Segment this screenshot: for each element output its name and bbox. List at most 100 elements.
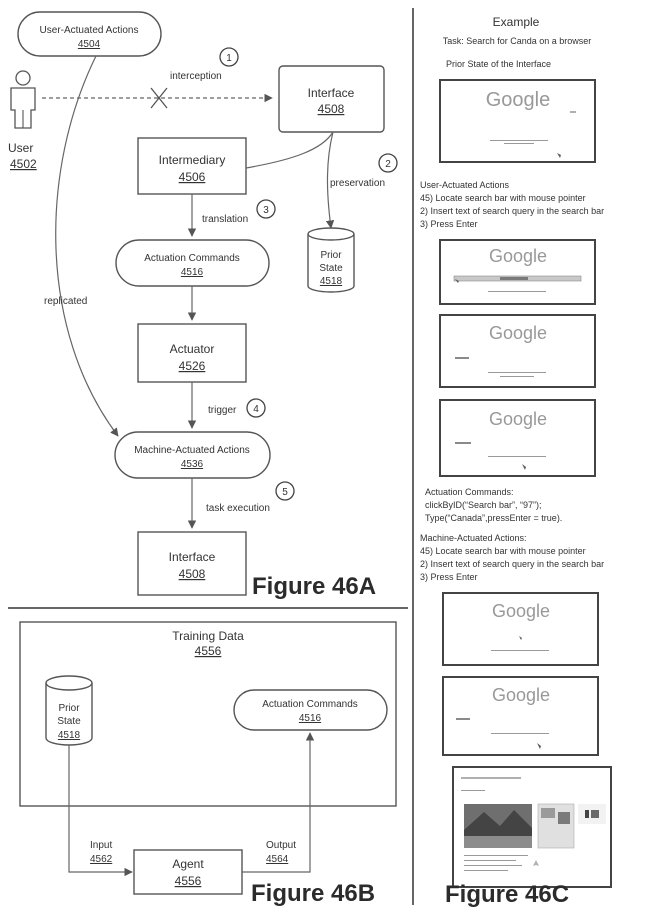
input-arrow xyxy=(68,745,133,877)
machine-step-2: 2) Insert text of search query in the se… xyxy=(420,559,604,569)
intermediary-ref: 4506 xyxy=(179,170,206,184)
user-step-2: 2) Insert text of search query in the se… xyxy=(420,206,604,216)
svg-text:3: 3 xyxy=(263,205,269,216)
actuator-ref: 4526 xyxy=(179,359,206,373)
interface-intermediary-link xyxy=(245,131,334,169)
screenshot-press-enter: Google xyxy=(439,399,596,477)
machine-actuated-actions-node: Machine-Actuated Actions 4536 xyxy=(114,431,271,479)
actuation-commands-46b-node: Actuation Commands 4516 xyxy=(233,689,388,731)
svg-text:5: 5 xyxy=(282,487,288,498)
intermediary-node: Intermediary 4506 xyxy=(137,137,247,195)
step-1-marker xyxy=(219,47,239,67)
step-4-marker xyxy=(246,398,266,418)
task-execution-label: task execution xyxy=(206,503,270,514)
machine-actuated-heading: Machine-Actuated Actions: xyxy=(420,533,527,543)
machine-actuated-actions-ref: 4536 xyxy=(181,459,204,470)
machine-step-3: 3) Press Enter xyxy=(420,572,478,582)
actuation-commands-46b-label: Actuation Commands xyxy=(262,699,358,710)
user-actuated-actions-node: User-Actuated Actions 4504 xyxy=(17,11,162,57)
interface-top-ref: 4508 xyxy=(318,102,345,116)
step-5-marker xyxy=(275,481,295,501)
agent-ref: 4556 xyxy=(175,874,202,888)
svg-text:Prior: Prior xyxy=(320,250,342,261)
prior-state-cylinder: Prior State 4518 xyxy=(307,227,355,293)
interface-bottom-node: Interface 4508 xyxy=(137,531,247,596)
svg-text:4: 4 xyxy=(253,404,259,415)
prior-state-46b-ref: 4518 xyxy=(58,730,81,741)
interface-top-node: Interface 4508 xyxy=(278,65,385,133)
user-step-3: 3) Press Enter xyxy=(420,219,478,229)
svg-text:State: State xyxy=(57,716,81,727)
prior-state-cylinder-46b: Prior State 4518 xyxy=(45,675,93,746)
training-data-container xyxy=(19,621,397,807)
step-3-marker xyxy=(256,199,276,219)
commands-heading: Actuation Commands: xyxy=(425,487,514,497)
task-description: Task: Search for Canda on a browser xyxy=(443,36,592,46)
google-logo-4: Google xyxy=(489,409,547,429)
preservation-arrow xyxy=(325,131,335,229)
training-data-label: Training Data xyxy=(172,629,244,643)
user-label: User xyxy=(8,141,33,155)
command-1: clickByID(“Search bar”, “97”); xyxy=(425,500,542,510)
interface-top-label: Interface xyxy=(308,86,355,100)
svg-text:1: 1 xyxy=(226,53,232,64)
prior-state-ref: 4518 xyxy=(320,276,343,287)
replicated-label: replicated xyxy=(44,296,87,307)
google-logo-1: Google xyxy=(486,89,551,111)
input-label: Input xyxy=(90,840,112,851)
trigger-label: trigger xyxy=(208,405,237,416)
actuation-commands-label: Actuation Commands xyxy=(144,253,240,264)
actuator-label: Actuator xyxy=(170,342,215,356)
output-arrow xyxy=(242,732,315,873)
output-ref: 4564 xyxy=(266,854,289,865)
user-person-icon xyxy=(10,70,36,129)
svg-text:Prior: Prior xyxy=(58,703,80,714)
intermediary-label: Intermediary xyxy=(159,153,226,167)
google-logo-6: Google xyxy=(492,685,550,705)
interface-bottom-label: Interface xyxy=(169,550,216,564)
preservation-label: preservation xyxy=(330,178,385,189)
replicated-arrow xyxy=(55,55,119,437)
figure-46c-label: Figure 46C xyxy=(445,881,569,908)
actuation-commands-ref: 4516 xyxy=(181,267,204,278)
interception-label: interception xyxy=(170,71,222,82)
prior-state-heading: Prior State of the Interface xyxy=(446,59,551,69)
figure-46c: Example Task: Search for Canda on a brow… xyxy=(420,15,612,908)
machine-actuated-actions-label: Machine-Actuated Actions xyxy=(134,445,250,456)
figure-46a-label: Figure 46A xyxy=(252,573,376,600)
screenshot-locate-search-bar: Google xyxy=(439,239,596,305)
interface-bottom-ref: 4508 xyxy=(179,567,206,581)
user-actuated-actions-ref: 4504 xyxy=(78,39,101,50)
actuation-commands-node: Actuation Commands 4516 xyxy=(115,239,270,287)
actuator-node: Actuator 4526 xyxy=(137,323,247,383)
actuation-commands-46b-ref: 4516 xyxy=(299,713,322,724)
step-2-marker xyxy=(378,153,398,173)
google-logo-5: Google xyxy=(492,601,550,621)
google-logo-3: Google xyxy=(489,323,547,343)
figure-46a: User-Actuated Actions 4504 User 4502 1 i… xyxy=(8,11,398,600)
screenshot-machine-insert: Google xyxy=(442,676,599,756)
translation-label: translation xyxy=(202,214,248,225)
screenshot-prior-state: Google xyxy=(439,79,596,163)
screenshot-insert-text: Google xyxy=(439,314,596,388)
user-actuated-heading: User-Actuated Actions xyxy=(420,180,510,190)
agent-label: Agent xyxy=(172,857,204,871)
google-logo-2: Google xyxy=(489,246,547,266)
screenshot-machine-locate: Google xyxy=(442,592,599,666)
example-title: Example xyxy=(493,15,540,29)
user-step-1: 45) Locate search bar with mouse pointer xyxy=(420,193,586,203)
svg-text:2: 2 xyxy=(385,159,391,170)
user-ref: 4502 xyxy=(10,157,37,171)
output-label: Output xyxy=(266,840,296,851)
figure-46b-label: Figure 46B xyxy=(251,880,375,907)
input-ref: 4562 xyxy=(90,854,113,865)
user-actuated-actions-label: User-Actuated Actions xyxy=(40,25,139,36)
machine-step-1: 45) Locate search bar with mouse pointer xyxy=(420,546,586,556)
figure-46b: Training Data 4556 Prior State 4518 Actu… xyxy=(19,621,397,907)
screenshot-results xyxy=(452,766,612,888)
command-2: Type(“Canada”,pressEnter = true). xyxy=(425,513,562,523)
training-data-ref: 4556 xyxy=(195,644,222,658)
agent-node: Agent 4556 xyxy=(133,849,243,895)
svg-text:State: State xyxy=(319,263,343,274)
